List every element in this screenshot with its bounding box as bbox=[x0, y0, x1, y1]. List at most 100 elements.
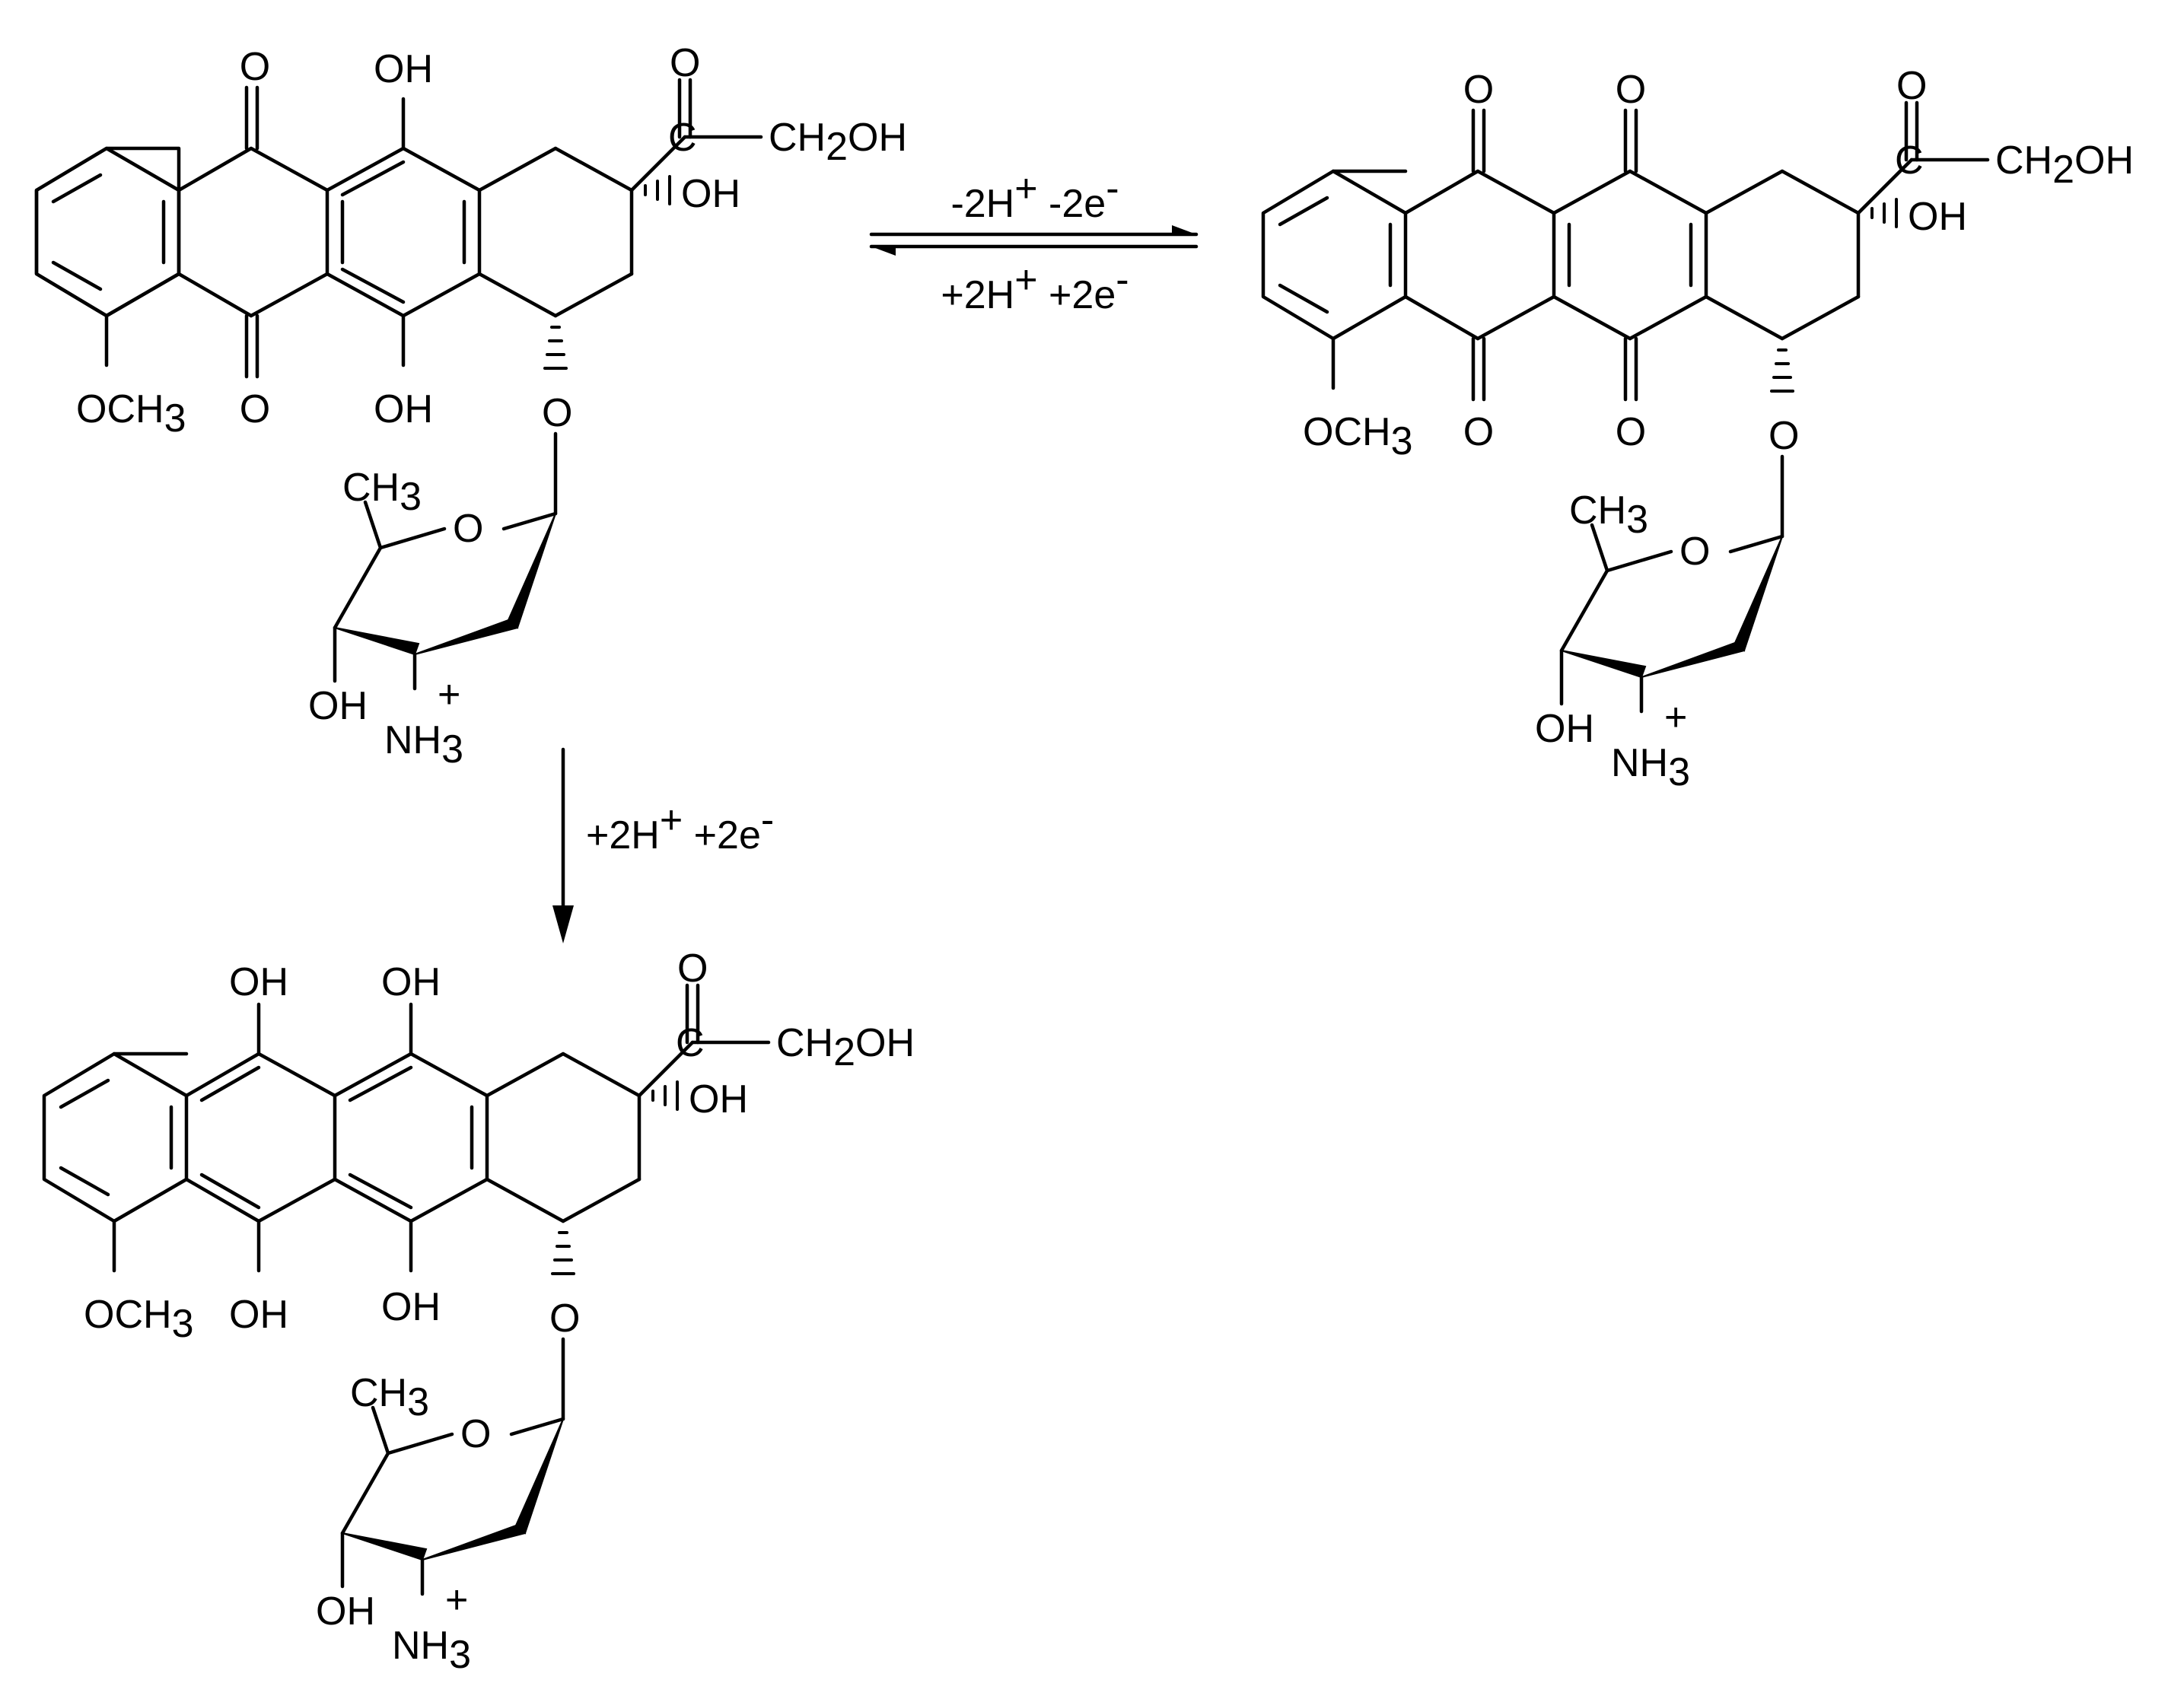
mol2-ketone-c-label-part: C bbox=[1895, 138, 1924, 183]
mol1-sugar-oh-label: OH bbox=[308, 684, 368, 728]
mol2-ch2oh-label-part: OH bbox=[2074, 138, 2134, 183]
mol1-top-right-oh-label: OH bbox=[374, 47, 433, 91]
mol1-ketone-o-label: O bbox=[670, 41, 700, 85]
mol2-ch2oh-label: CH2OH bbox=[1995, 138, 2134, 192]
mol2-o1-label-part: O bbox=[1463, 68, 1494, 112]
reverse-arrow-label-part: + bbox=[1014, 258, 1037, 302]
mol3-sugar-nh3-label-part: 3 bbox=[449, 1633, 471, 1677]
mol3-ketone-o-label: O bbox=[677, 947, 708, 991]
mol3-ch2oh-label-part: CH bbox=[776, 1021, 833, 1065]
mol1-c9-oh-label: OH bbox=[681, 172, 740, 216]
mol2-c9-oh-label: OH bbox=[1908, 195, 1967, 239]
mol2-methoxy-label: OCH3 bbox=[1303, 410, 1412, 463]
reverse-arrow-label-part: - bbox=[1116, 258, 1129, 302]
mol2-sugar-ch3-label-part: CH bbox=[1569, 488, 1626, 533]
mol2-sugar-ring-o-label: O bbox=[1679, 530, 1710, 574]
mol3-sugar-plus-label-part: + bbox=[445, 1578, 468, 1622]
mol3-ch2oh-label-part: 2 bbox=[833, 1030, 855, 1074]
down-arrow-label-part: - bbox=[761, 798, 774, 842]
mol3-sugar-nh3-label-part: NH bbox=[392, 1624, 449, 1668]
mol1-sugar-nh3-label: NH3 bbox=[384, 718, 463, 772]
mol1-bottom-right-oh-label-part: OH bbox=[374, 387, 433, 431]
mol1-sugar-nh3-label-part: 3 bbox=[441, 727, 463, 772]
mol3-ketone-c-label-part: C bbox=[676, 1021, 705, 1065]
mol2-ch2oh-label-part: 2 bbox=[2052, 148, 2074, 192]
mol3-sugar-oh-label: OH bbox=[316, 1589, 375, 1634]
down-arrow-label: +2H+ +2e- bbox=[586, 798, 774, 857]
mol3-oh2-label-part: OH bbox=[381, 960, 441, 1004]
mol1-ketone-c-label: C bbox=[668, 116, 697, 160]
mol3-ch2oh-label: CH2OH bbox=[776, 1021, 915, 1074]
mol2-sugar-nh3-label-part: NH bbox=[1611, 741, 1668, 785]
mol2-methoxy-label-part: 3 bbox=[1391, 419, 1413, 463]
mol2-o3-label: O bbox=[1463, 410, 1494, 454]
mol3-c9-oh-label: OH bbox=[689, 1077, 748, 1122]
mol2-sugar-nh3-label-part: 3 bbox=[1668, 750, 1690, 794]
mol1-top-left-o-label: O bbox=[240, 45, 270, 89]
mol3-glycosidic-o-label: O bbox=[549, 1297, 580, 1341]
mol2-sugar-oh-label: OH bbox=[1535, 707, 1594, 751]
mol2-sugar-plus-label: + bbox=[1664, 695, 1687, 740]
mol1-ketone-o-label-part: O bbox=[670, 41, 700, 85]
mol2-o4-label-part: O bbox=[1616, 410, 1646, 454]
mol1-methoxy-label-part: OCH bbox=[76, 387, 164, 431]
mol2-glycosidic-o-label-part: O bbox=[1769, 414, 1799, 458]
mol1-glycosidic-o-label: O bbox=[542, 391, 572, 435]
mol3-oh4-label-part: OH bbox=[381, 1285, 441, 1329]
mol2-ch2oh-label-part: CH bbox=[1995, 138, 2052, 183]
mol3-sugar-nh3-label: NH3 bbox=[392, 1624, 471, 1677]
mol1-sugar-nh3-label-part: NH bbox=[384, 718, 441, 762]
mol3-sugar-ch3-label-part: 3 bbox=[407, 1380, 429, 1424]
mol3-sugar-plus-label: + bbox=[445, 1578, 468, 1622]
mol3-methoxy-label-part: 3 bbox=[172, 1302, 194, 1346]
mol1-sugar-ch3-label-part: 3 bbox=[400, 475, 422, 519]
mol3-sugar-oh-label-part: OH bbox=[316, 1589, 375, 1634]
mol2-sugar-plus-label-part: + bbox=[1664, 695, 1687, 740]
mol2-o1-label: O bbox=[1463, 68, 1494, 112]
mol1-sugar-plus-label-part: + bbox=[438, 673, 460, 717]
mol2-o2-label: O bbox=[1616, 68, 1646, 112]
mol1-ch2oh-label-part: 2 bbox=[826, 125, 848, 169]
mol2-ketone-o-label-part: O bbox=[1896, 64, 1927, 108]
mol1-sugar-oh-label-part: OH bbox=[308, 684, 368, 728]
molecule-top-right bbox=[1261, 100, 1990, 714]
mol2-glycosidic-o-label: O bbox=[1769, 414, 1799, 458]
down-arrow-label-part: + bbox=[660, 798, 683, 842]
mol2-sugar-ch3-label-part: 3 bbox=[1626, 498, 1648, 542]
mol3-oh2-label: OH bbox=[381, 960, 441, 1004]
mol3-methoxy-label: OCH3 bbox=[84, 1293, 193, 1346]
forward-arrow-label-part: + bbox=[1014, 167, 1037, 211]
forward-arrow-label-part: - bbox=[1106, 167, 1119, 211]
reaction-arrows bbox=[552, 225, 1199, 943]
mol1-bottom-right-oh-label: OH bbox=[374, 387, 433, 431]
ring-a bbox=[34, 146, 181, 318]
mol3-sugar-ring-o-label-part: O bbox=[460, 1412, 491, 1456]
down-arrow-label-part: +2e bbox=[683, 813, 761, 857]
mol1-ch2oh-label: CH2OH bbox=[769, 116, 907, 169]
forward-arrow-label-part: -2e bbox=[1038, 182, 1106, 226]
mol2-ketone-o-label: O bbox=[1896, 64, 1927, 108]
mol1-top-left-o-label-part: O bbox=[240, 45, 270, 89]
mol1-sugar-ch3-label-part: CH bbox=[342, 466, 400, 510]
mol3-oh4-label: OH bbox=[381, 1285, 441, 1329]
mol3-oh1-label-part: OH bbox=[229, 960, 288, 1004]
mol2-ketone-c-label: C bbox=[1895, 138, 1924, 183]
mol3-methoxy-label-part: OCH bbox=[84, 1293, 172, 1337]
mol1-sugar-ch3-label: CH3 bbox=[342, 466, 422, 519]
mol3-ketone-o-label-part: O bbox=[677, 947, 708, 991]
down-arrow-label-part: +2H bbox=[586, 813, 660, 857]
mol1-sugar-plus-label: + bbox=[438, 673, 460, 717]
mol3-glycosidic-o-label-part: O bbox=[549, 1297, 580, 1341]
mol2-o2-label-part: O bbox=[1616, 68, 1646, 112]
mol1-ketone-c-label-part: C bbox=[668, 116, 697, 160]
mol3-oh3-label-part: OH bbox=[229, 1293, 288, 1337]
mol3-ketone-c-label: C bbox=[676, 1021, 705, 1065]
mol1-bottom-left-o-label-part: O bbox=[240, 387, 270, 431]
mol2-sugar-oh-label-part: OH bbox=[1535, 707, 1594, 751]
reverse-arrow-label-part: +2H bbox=[941, 273, 1014, 317]
mol3-sugar-ch3-label: CH3 bbox=[350, 1371, 429, 1424]
mol2-o3-label-part: O bbox=[1463, 410, 1494, 454]
reverse-arrow-label: +2H+ +2e- bbox=[941, 258, 1129, 317]
mol3-sugar-ring-o-label: O bbox=[460, 1412, 491, 1456]
